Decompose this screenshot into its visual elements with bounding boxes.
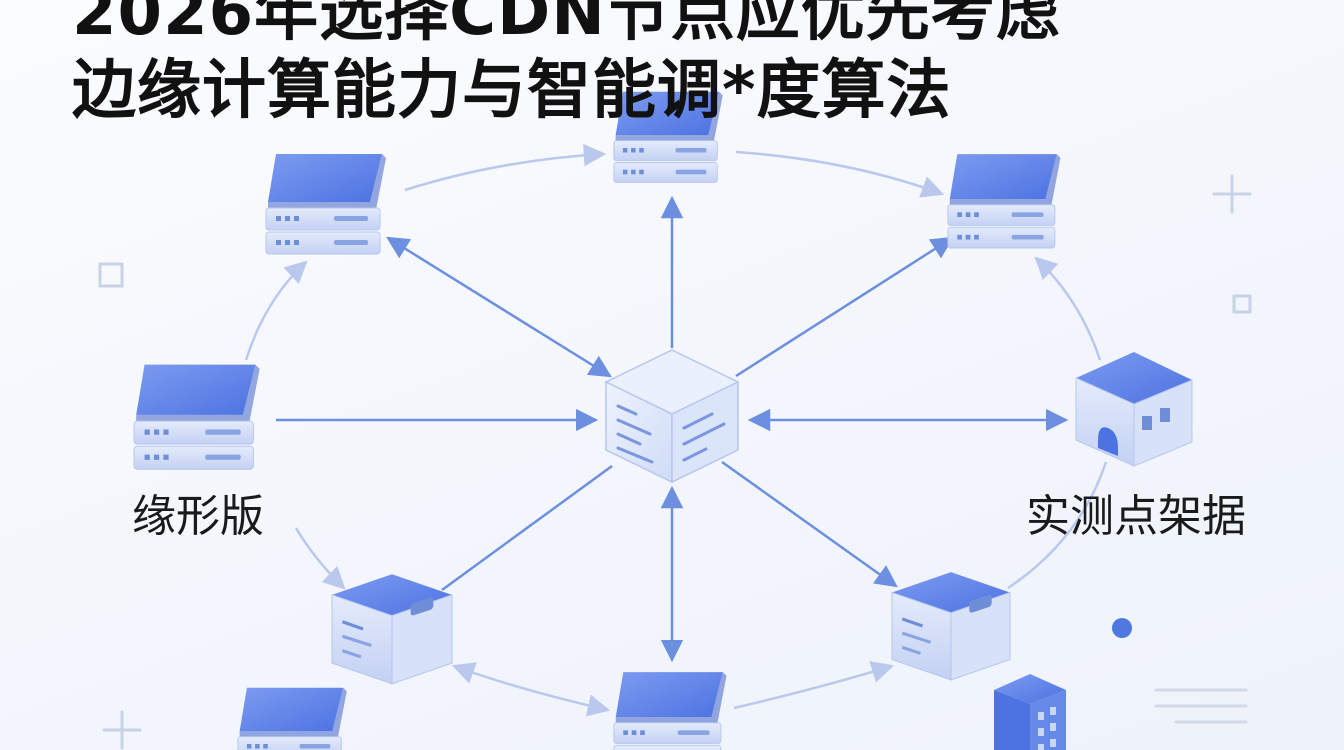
ring-connector [451,662,611,717]
ring-connector [733,661,895,710]
server-icon[interactable] [133,364,261,470]
decor-plus-bottom-left [102,710,142,750]
building-icon[interactable] [994,674,1066,750]
hub-link [441,464,613,592]
hub-link [386,236,612,378]
cube-server-icon[interactable] [890,570,1012,682]
ring-connector [244,260,308,361]
hub-icon[interactable] [604,349,740,484]
hub-connections [276,195,1069,663]
decor-square-right [1232,294,1252,314]
ring-connector [294,527,346,590]
hub-link [721,460,898,588]
title-line-1: 2026年选择CDN节点应优先考虑 [72,0,1061,50]
ring-connector [1034,256,1102,361]
ring-connector [1007,461,1108,590]
diagram-title: 2026年选择CDN节点应优先考虑 边缘计算能力与智能调*度算法 [72,0,1061,130]
hub-link [735,236,954,378]
cube-server-icon[interactable] [330,572,454,686]
storefront-icon[interactable] [1075,352,1193,467]
title-line-2: 边缘计算能力与智能调*度算法 [72,54,952,128]
server-icon[interactable] [613,671,727,750]
status-dot [1112,618,1132,638]
decor-lines-bottom-right [1154,688,1248,724]
node-label-left: 缘形版 [132,491,264,542]
ring-connector [735,150,945,198]
ring-connections [244,143,1108,717]
decor-square-left [98,262,124,288]
server-icon[interactable] [265,153,387,255]
server-icon[interactable] [947,153,1061,249]
decor-plus-top-right [1212,174,1252,214]
server-icon[interactable] [237,687,348,750]
ring-connector [404,143,607,192]
node-label-right: 实测点架据 [1026,491,1246,542]
